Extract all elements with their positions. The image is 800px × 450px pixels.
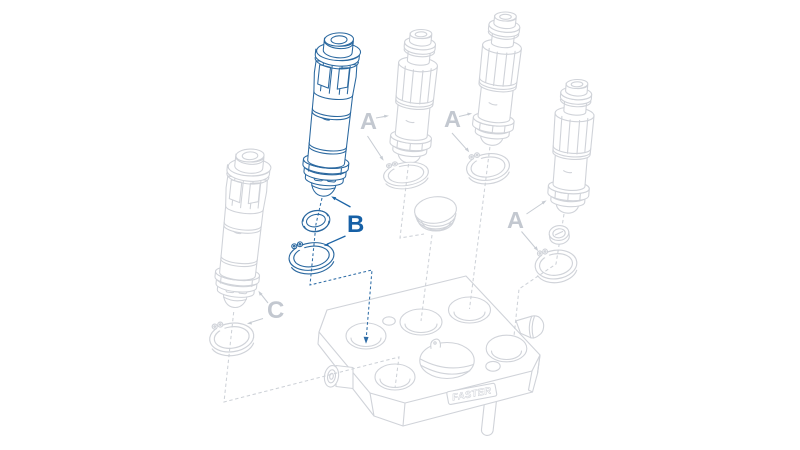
- svg-text:C: C: [267, 297, 284, 324]
- svg-text:B: B: [347, 211, 364, 238]
- svg-text:A: A: [444, 106, 461, 132]
- svg-text:A: A: [507, 207, 524, 233]
- svg-text:A: A: [360, 108, 377, 134]
